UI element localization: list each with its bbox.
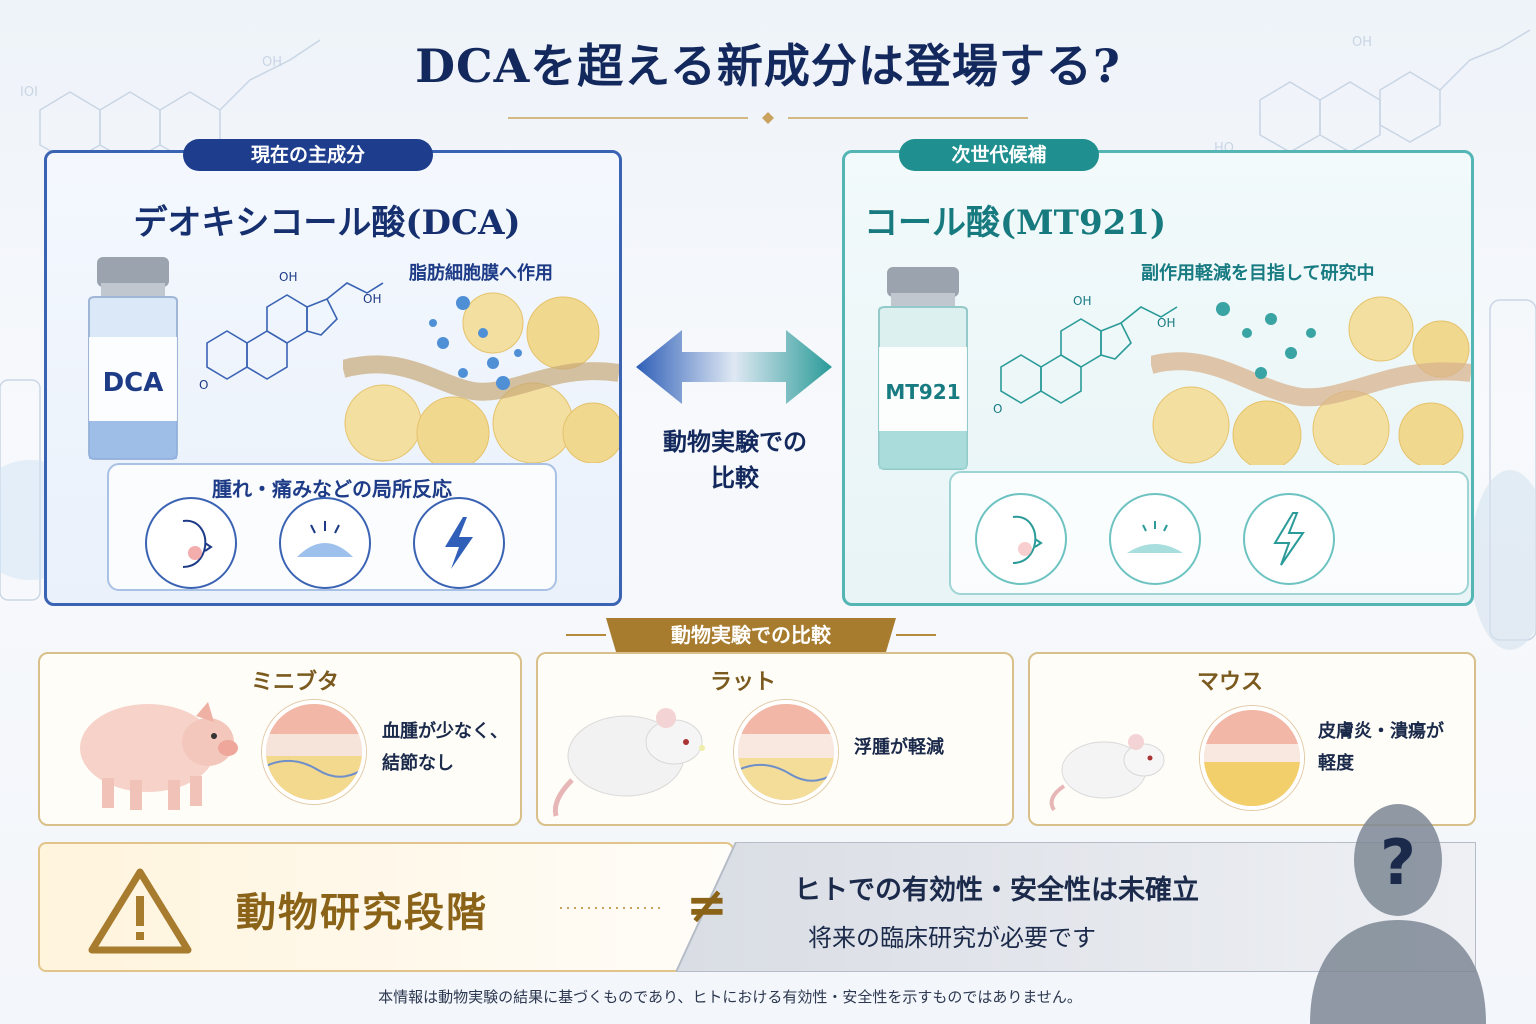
animal-result: 血腫が少なく、 結節なし (382, 721, 508, 774)
svg-text:OH: OH (1157, 316, 1175, 330)
research-stage-box: 動物研究段階 (38, 842, 734, 972)
research-stage-label: 動物研究段階 (236, 889, 488, 936)
svg-text:OH: OH (363, 292, 381, 306)
skin-cross-section-icon (1200, 706, 1304, 810)
mt921-vial-label: MT921 (885, 380, 960, 404)
animal-section-title: 動物実験での比較 (671, 623, 831, 647)
pig-icon (80, 702, 238, 810)
next-ingredient-name: コール酸(MT921) (863, 203, 1167, 243)
next-caption: 副作用軽減を目指して研究中 (1141, 263, 1375, 284)
current-badge: 現在の主成分 (183, 139, 433, 171)
face-redness-icon (145, 497, 237, 589)
next-side-effects-box (949, 471, 1469, 595)
dca-vial-label: DCA (103, 368, 164, 398)
human-status-heading: ヒトでの有効性・安全性は未確立 (794, 875, 1199, 906)
skin-cross-section-icon (262, 700, 366, 804)
animal-result: 浮腫が軽減 (854, 737, 944, 758)
next-candidate-panel: 次世代候補 コール酸(MT921) 副作用軽減を目指して研究中 MT921 OH… (842, 139, 1474, 606)
svg-text:IOI: IOI (20, 85, 38, 100)
disclaimer: 本情報は動物実験の結果に基づくものであり、ヒトにおける有効性・安全性を示すもので… (378, 988, 1082, 1006)
current-side-effects-box: 腫れ・痛みなどの局所反応 (107, 463, 557, 591)
pain-bolt-icon (1243, 493, 1335, 585)
skin-cross-section-icon (734, 700, 838, 804)
svg-text:OH: OH (1073, 294, 1091, 308)
animal-result: 皮膚炎・潰瘍が 軽度 (1318, 721, 1444, 774)
mouse-icon (1049, 734, 1165, 812)
mt921-molecule-icon: OH OH O (993, 294, 1178, 416)
dotted-connector (560, 907, 660, 909)
current-ingredient-name: デオキシコール酸(DCA) (133, 203, 521, 243)
next-badge: 次世代候補 (899, 139, 1099, 171)
animal-card-minipig: ミニブタ 血腫が少なく、 結節なし (38, 652, 522, 826)
dca-vial-icon: DCA (88, 257, 178, 460)
face-redness-icon (975, 493, 1067, 585)
page-title: DCAを超える新成分は登場する? (415, 39, 1121, 93)
swelling-icon (1109, 493, 1201, 585)
svg-text:O: O (993, 402, 1002, 416)
human-status-subtext: 将来の臨床研究が必要です (808, 924, 1096, 952)
animal-section-banner (566, 618, 936, 652)
current-caption: 脂肪細胞膜へ作用 (409, 263, 553, 284)
svg-text:OH: OH (262, 55, 282, 70)
animal-name: マウス (1196, 670, 1263, 695)
not-equal-icon: ≠ (686, 876, 728, 934)
rat-icon (552, 708, 705, 817)
animal-name: ミニブタ (250, 670, 339, 695)
svg-text:OH: OH (1352, 35, 1372, 50)
current-ingredient-panel: 現在の主成分 デオキシコール酸(DCA) 脂肪細胞膜へ作用 DCA OH OH … (44, 139, 622, 606)
animal-card-mouse: マウス 皮膚炎・潰瘍が 軽度 (1028, 652, 1476, 826)
dca-molecule-icon: OH OH O (199, 270, 384, 392)
human-silhouette-icon: ? (1310, 804, 1486, 1024)
comparison-double-arrow-icon (636, 330, 832, 404)
pain-bolt-icon (413, 497, 505, 589)
animal-card-rat: ラット 浮腫が軽減 (536, 652, 1014, 826)
animal-name: ラット (709, 670, 776, 695)
mt921-vial-icon: MT921 (878, 267, 968, 470)
fat-cells-illustration-next (1151, 296, 1471, 465)
svg-text:OH: OH (279, 270, 297, 284)
human-status-box (676, 842, 1476, 972)
svg-text:O: O (199, 378, 208, 392)
question-mark: ? (1380, 826, 1416, 899)
title-divider (508, 112, 1028, 124)
comparison-label: 動物実験での 比較 (663, 428, 807, 492)
fat-cells-illustration (343, 292, 619, 463)
swelling-icon (279, 497, 371, 589)
warning-icon (88, 868, 192, 954)
